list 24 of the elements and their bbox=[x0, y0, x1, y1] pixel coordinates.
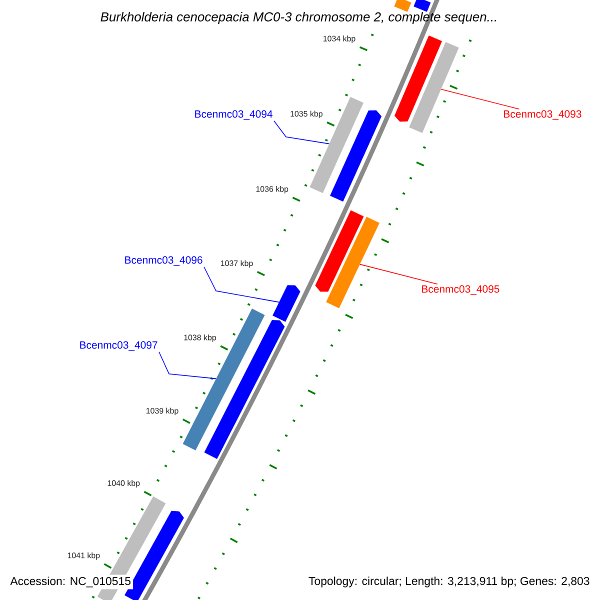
gene-feature bbox=[330, 110, 382, 202]
gene-label: Bcenmc03_4095 bbox=[422, 285, 500, 295]
gene-label: Bcenmc03_4093 bbox=[504, 110, 582, 120]
accession-label: Accession: NC_010515 bbox=[8, 574, 133, 590]
gene-feature bbox=[326, 216, 380, 308]
summary-label: Topology: circular; Length: 3,213,911 bp; Genes: 2,803 bbox=[306, 574, 592, 590]
gene-feature bbox=[310, 96, 364, 194]
leader-line bbox=[274, 120, 330, 144]
gene-label: Bcenmc03_4094 bbox=[195, 110, 272, 120]
gene-feature bbox=[394, 0, 412, 12]
gene-feature bbox=[414, 0, 431, 12]
gene-label: Bcenmc03_4097 bbox=[80, 341, 158, 351]
gene-feature bbox=[315, 210, 364, 292]
gene-label: Bcenmc03_4096 bbox=[125, 256, 202, 266]
leader-line bbox=[204, 266, 280, 303]
gene-feature bbox=[182, 308, 265, 450]
leader-line bbox=[158, 351, 216, 380]
title: Burkholderia cenocepacia MC0-3 chromosome 2, complete sequen... bbox=[100, 12, 496, 24]
gene-feature bbox=[409, 42, 459, 133]
gene-feature bbox=[204, 320, 285, 459]
leader-line bbox=[360, 264, 438, 284]
gene-feature bbox=[394, 36, 442, 122]
gene-feature bbox=[272, 285, 300, 322]
leader-line bbox=[440, 88, 520, 110]
